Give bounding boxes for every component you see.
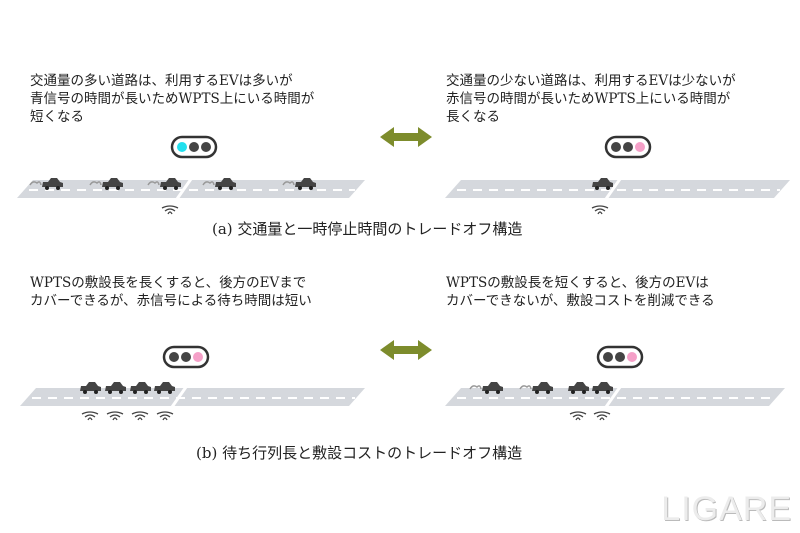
stop-line: [170, 386, 188, 408]
ev-car-icon: [592, 382, 613, 394]
traffic-signal-icon: [170, 135, 218, 159]
ev-car-icon: [519, 382, 553, 394]
exhaust-icon: [469, 385, 482, 390]
panel-a-caption: (a) 交通量と一時停止時間のトレードオフ構造: [212, 220, 523, 238]
wireless-power-icon: [156, 411, 174, 421]
double-arrow-icon: [380, 340, 432, 360]
ligare-logo: LIGARE: [661, 490, 792, 528]
wireless-power-icon: [131, 411, 149, 421]
wireless-power-icon: [161, 205, 179, 215]
exhaust-icon: [29, 181, 42, 186]
panel-a-right-text: 交通量の少ない道路は、利用するEVは少ないが赤信号の時間が長いためWPTS上にい…: [446, 73, 736, 125]
wireless-power-icon: [593, 411, 611, 421]
road-a-right: [445, 178, 790, 200]
ev-car-icon: [89, 178, 123, 190]
ev-car-icon: [202, 178, 236, 190]
wireless-power-icon: [106, 411, 124, 421]
ev-car-icon: [282, 178, 316, 190]
stop-line: [604, 178, 622, 200]
panel-a-left-text: 交通量の多い道路は、利用するEVは多いが青信号の時間が長いためWPTS上にいる時…: [30, 73, 315, 125]
road-b-left: [20, 386, 365, 408]
ev-car-icon: [147, 178, 181, 190]
wireless-power-icon: [569, 411, 587, 421]
double-arrow-icon: [380, 127, 432, 147]
stop-line: [175, 178, 193, 200]
exhaust-icon: [89, 181, 102, 186]
ev-car-icon: [592, 178, 613, 190]
panel-b-right-text: WPTSの敷設長を短くすると、後方のEVはカバーできないが、敷設コストを削減でき…: [446, 275, 715, 309]
exhaust-icon: [147, 181, 160, 186]
wireless-power-icon: [81, 411, 99, 421]
wireless-power-icon: [591, 205, 609, 215]
ev-car-icon: [130, 382, 151, 394]
ev-car-icon: [568, 382, 589, 394]
traffic-signal-icon: [596, 345, 644, 369]
ev-car-icon: [469, 382, 503, 394]
exhaust-icon: [519, 385, 532, 390]
ev-car-icon: [154, 382, 175, 394]
ev-car-icon: [29, 178, 63, 190]
ev-car-icon: [105, 382, 126, 394]
stop-line: [604, 386, 622, 408]
panel-b-caption: (b) 待ち行列長と敷設コストのトレードオフ構造: [196, 444, 523, 462]
exhaust-icon: [282, 181, 295, 186]
road-b-right: [445, 386, 785, 408]
panel-b-left-text: WPTSの敷設長を長くすると、後方のEVまでカバーできるが、赤信号による待ち時間…: [30, 275, 312, 309]
ev-car-icon: [80, 382, 101, 394]
traffic-signal-icon: [604, 135, 652, 159]
exhaust-icon: [202, 181, 215, 186]
traffic-signal-icon: [162, 345, 210, 369]
